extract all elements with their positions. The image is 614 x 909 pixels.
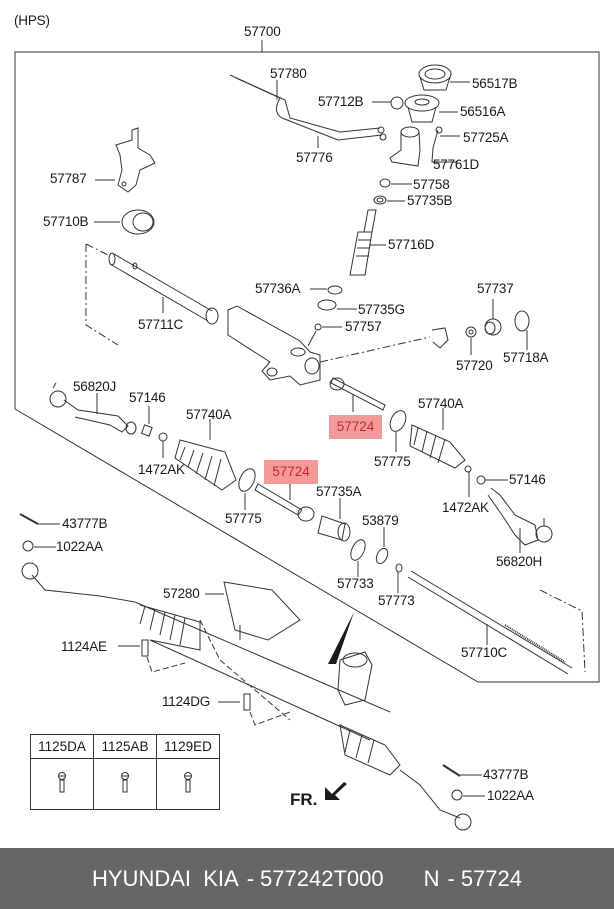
- part-label-53879[interactable]: 53879: [362, 513, 399, 528]
- pointer-wedge: [328, 612, 354, 664]
- part-label-57735A[interactable]: 57735A: [316, 484, 362, 499]
- footer-part-number: 577242T000: [260, 865, 384, 891]
- boot-57740A-left: [174, 419, 237, 491]
- part-label-57780[interactable]: 57780: [270, 66, 307, 81]
- tube-57711C: [85, 243, 219, 346]
- part-label-57712B[interactable]: 57712B: [318, 94, 364, 109]
- valve-housing-57761D: [389, 126, 460, 167]
- tie-rod-end-56820J: [49, 382, 137, 435]
- bolt-icon: [184, 771, 192, 792]
- bolt-table-header[interactable]: 1125AB: [93, 734, 157, 759]
- part-label-57736A[interactable]: 57736A: [255, 281, 301, 296]
- part-label-57757[interactable]: 57757: [345, 319, 382, 334]
- part-label-57758[interactable]: 57758: [413, 177, 450, 192]
- footer-banner: HYUNDAI KIA - 577242T000 N - 57724: [0, 848, 614, 909]
- bolt-table-header-row: 1125DA 1125AB 1129ED: [30, 734, 220, 759]
- part-label-57146-right[interactable]: 57146: [509, 472, 546, 487]
- pressure-pipe-57780: [229, 74, 387, 148]
- part-label-57733[interactable]: 57733: [337, 576, 374, 591]
- footer-separator: -: [447, 865, 455, 891]
- footer-brand: HYUNDAI KIA: [92, 865, 239, 891]
- bolt-icon: [58, 771, 66, 792]
- footer-ref-prefix: N: [423, 865, 440, 891]
- cap-56517B: [418, 64, 470, 91]
- ring-57775-left: [238, 468, 256, 510]
- right-side-parts: [389, 408, 553, 553]
- variant-label: (HPS): [14, 13, 50, 28]
- bolt-cell: [30, 758, 94, 810]
- pinion-57716D: [349, 209, 386, 276]
- part-label-57761D[interactable]: 57761D: [433, 157, 480, 172]
- bolt-icon: [121, 771, 129, 792]
- part-label-56517B[interactable]: 56517B: [472, 76, 518, 91]
- inner-tie-rod-upper: [329, 377, 386, 412]
- part-label-57146-left[interactable]: 57146: [129, 390, 166, 405]
- part-label-56820J[interactable]: 56820J: [73, 379, 117, 394]
- part-label-1124AE[interactable]: 1124AE: [61, 639, 107, 654]
- bolt-table-header[interactable]: 1125DA: [30, 734, 94, 759]
- rings-57736A-57735G: [307, 285, 357, 347]
- part-label-57716D[interactable]: 57716D: [388, 237, 435, 252]
- part-label-57740A-left[interactable]: 57740A: [186, 407, 232, 422]
- seal-56516A: [404, 94, 458, 123]
- highlighted-part-57724-upper[interactable]: 57724: [329, 415, 382, 439]
- bolt-table: 1125DA 1125AB 1129ED: [30, 734, 220, 810]
- part-label-43777B-right[interactable]: 43777B: [483, 767, 529, 782]
- assembly-frame: [14, 40, 600, 683]
- part-label-57773[interactable]: 57773: [378, 593, 415, 608]
- part-label-57776[interactable]: 57776: [296, 150, 333, 165]
- part-label-56516A[interactable]: 56516A: [460, 104, 506, 119]
- part-label-57280[interactable]: 57280: [163, 586, 200, 601]
- inner-tie-rod-lower: [254, 478, 315, 522]
- footer-separator: -: [246, 865, 255, 891]
- rings-57758-57735B: [373, 178, 412, 205]
- bolt-table-icon-row: [30, 758, 220, 810]
- part-label-57787[interactable]: 57787: [50, 171, 87, 186]
- direction-label: FR.: [290, 790, 318, 809]
- nut-57146-left: [140, 406, 168, 458]
- part-label-57718A[interactable]: 57718A: [503, 350, 549, 365]
- part-label-57737[interactable]: 57737: [477, 281, 514, 296]
- rack-housing: [227, 305, 449, 386]
- part-label-57775-left[interactable]: 57775: [225, 511, 262, 526]
- part-label-1472AK-left[interactable]: 1472AK: [138, 462, 185, 477]
- part-label-1472AK-right[interactable]: 1472AK: [442, 500, 489, 515]
- part-label-57735G[interactable]: 57735G: [358, 302, 405, 317]
- part-label-57775-right[interactable]: 57775: [374, 454, 411, 469]
- footer-ref-number: 57724: [460, 865, 522, 891]
- part-label-57710C[interactable]: 57710C: [461, 645, 508, 660]
- rack-57710C: [407, 570, 586, 675]
- pins-nuts-right: [442, 764, 485, 801]
- parts-57735A-57733-53879: [317, 498, 403, 593]
- part-label-56820H[interactable]: 56820H: [496, 554, 543, 569]
- bolts-1124: [118, 639, 291, 726]
- part-label-57735B[interactable]: 57735B: [407, 193, 453, 208]
- pins-nuts-left: [19, 513, 60, 552]
- part-label-57710B[interactable]: 57710B: [43, 214, 89, 229]
- part-label-57720[interactable]: 57720: [456, 358, 493, 373]
- part-label-43777B-left[interactable]: 43777B: [62, 516, 108, 531]
- assembled-rack: [21, 562, 472, 831]
- bracket-57787: [95, 127, 156, 193]
- part-label-57711C[interactable]: 57711C: [138, 317, 184, 332]
- part-label-1022AA-left[interactable]: 1022AA: [56, 539, 103, 554]
- part-label-57725A[interactable]: 57725A: [463, 130, 509, 145]
- nut-57712B: [372, 96, 404, 110]
- front-arrow-icon: [325, 782, 347, 800]
- assembly-number-label: 57700: [244, 24, 281, 39]
- bushing-57710B: [94, 209, 155, 235]
- part-label-1124DG[interactable]: 1124DG: [162, 694, 211, 709]
- part-label-1022AA-right[interactable]: 1022AA: [487, 788, 534, 803]
- highlighted-part-57724-lower[interactable]: 57724: [264, 460, 318, 484]
- bolt-table-header[interactable]: 1129ED: [156, 734, 220, 759]
- bolt-cell: [156, 758, 220, 810]
- bolt-cell: [93, 758, 157, 810]
- part-label-57740A-right[interactable]: 57740A: [418, 396, 464, 411]
- parts-57737-57720-57718A: [465, 299, 530, 355]
